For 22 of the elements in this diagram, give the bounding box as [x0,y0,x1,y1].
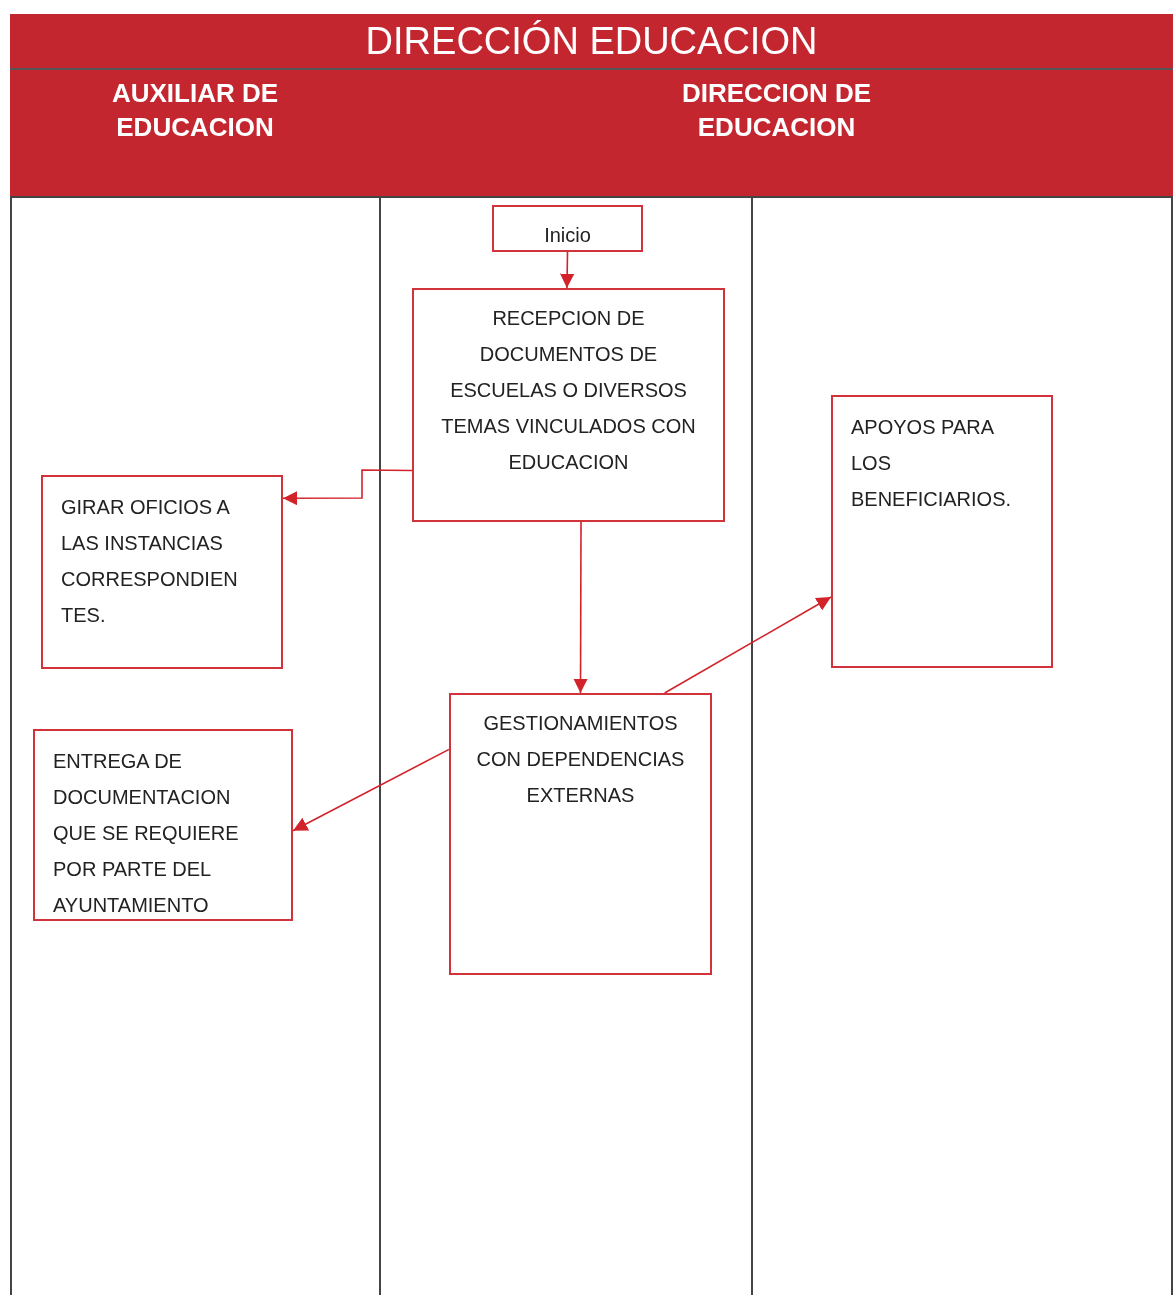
process-box [492,205,643,252]
step-text: APOYOS PARA LOS BENEFICIARIOS. [851,415,1013,512]
process-box [831,395,1053,668]
lane-title: DIRECCION DE EDUCACION [680,77,873,144]
step-text: GESTIONAMIENTOS CON DEPENDENCIAS EXTERNAS [475,711,686,808]
process-box [41,475,283,669]
step-text: GIRAR OFICIOS A LAS INSTANCIAS CORRESPONDIEN TES. [61,495,239,628]
arrow [282,469,413,506]
arrow [663,596,832,694]
process-box [449,693,712,975]
arrow [573,521,588,694]
process-box [412,288,725,522]
process-box [33,729,293,921]
lane-title: AUXILIAR DE EDUCACION [110,77,280,144]
arrow [292,748,450,832]
arrow [559,251,575,289]
step-text: RECEPCION DE DOCUMENTOS DE ESCUELAS O DIVERSOS TEMAS VINCULADOS CON EDUCACION [440,306,697,475]
lane-header [10,70,380,198]
step-text: Inicio [544,223,591,248]
title: DIRECCIÓN EDUCACION [365,22,818,60]
step-text: ENTREGA DE DOCUMENTACION QUE SE REQUIERE POR PARTE DEL AYUNTAMIENTO [53,749,240,918]
lane-header [380,70,1173,198]
